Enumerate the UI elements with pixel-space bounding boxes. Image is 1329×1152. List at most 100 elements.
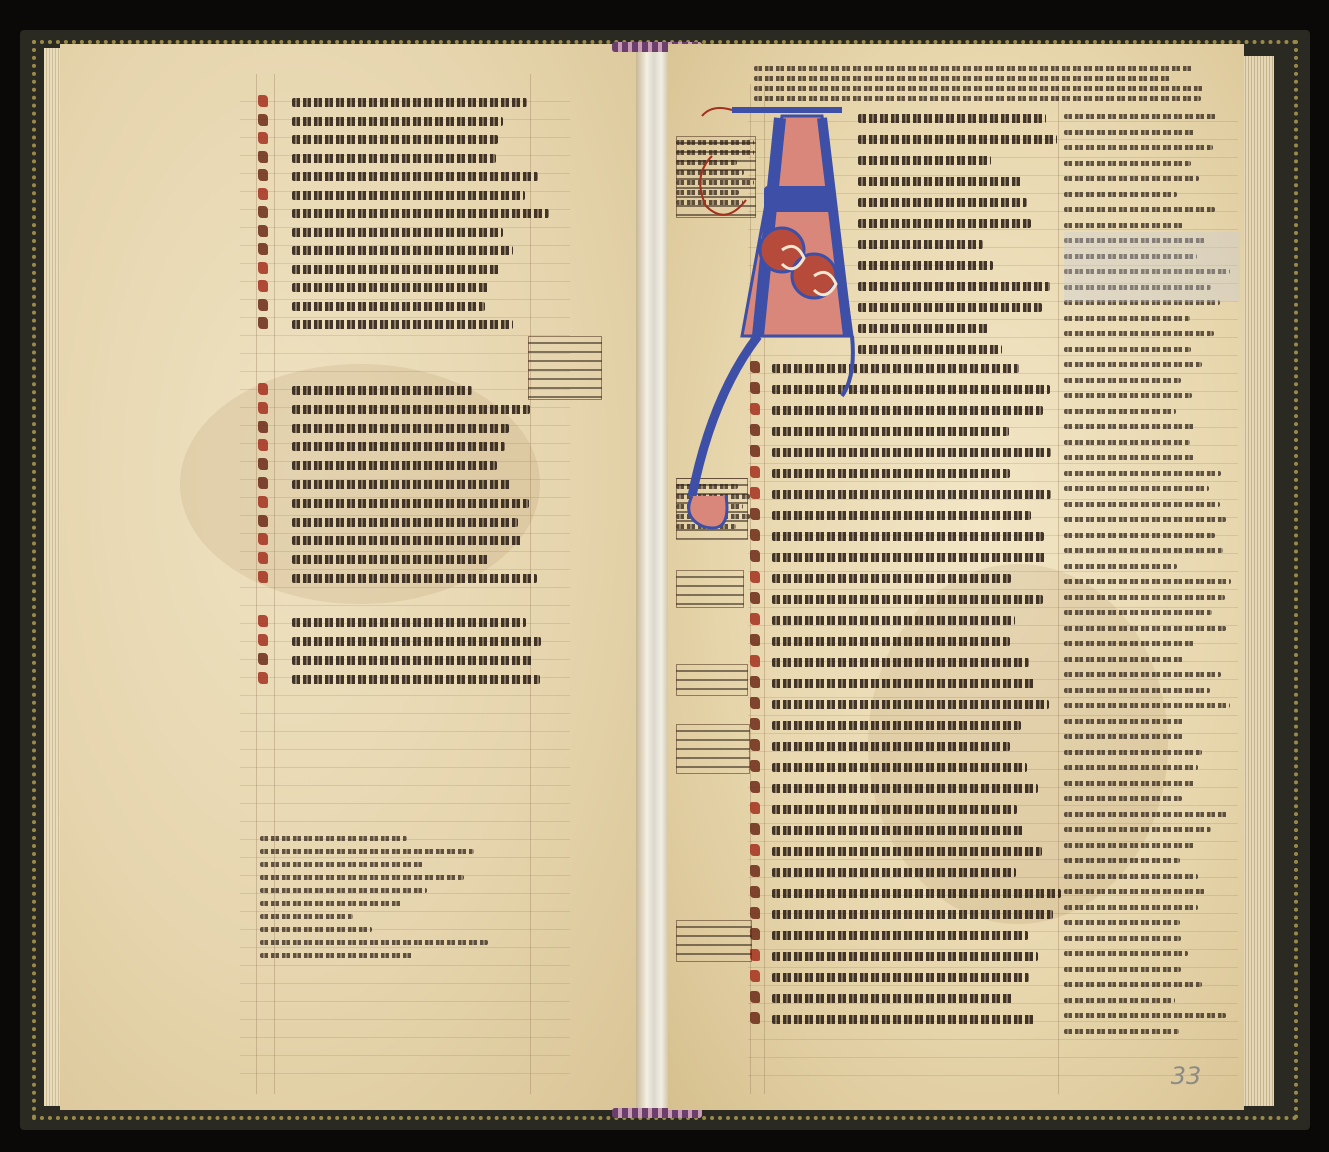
script-line — [292, 555, 490, 565]
script-line — [772, 847, 1042, 856]
line-initial — [258, 280, 268, 292]
script-line — [858, 219, 1031, 228]
script-line — [1064, 377, 1181, 383]
script-line — [772, 868, 1016, 877]
line-initial — [750, 781, 760, 793]
script-line — [292, 135, 498, 144]
script-line — [1064, 315, 1190, 321]
script-line — [1064, 129, 1196, 135]
script-line — [754, 96, 1201, 101]
line-initial — [258, 420, 268, 433]
line-initial — [750, 424, 760, 436]
script-line — [858, 240, 983, 249]
script-line — [1064, 703, 1230, 708]
script-line — [1064, 176, 1199, 181]
script-line — [858, 156, 991, 165]
line-initial — [258, 113, 268, 126]
line-initial — [258, 95, 268, 107]
script-line — [772, 1015, 1034, 1024]
illuminated-initial-a-icon — [687, 107, 855, 530]
line-initial — [750, 676, 760, 688]
script-line — [260, 836, 407, 841]
script-line — [1064, 501, 1220, 507]
script-line — [1064, 641, 1194, 646]
line-initial — [750, 760, 760, 772]
script-line — [1064, 920, 1180, 925]
line-initial — [258, 514, 268, 527]
script-line — [772, 826, 1024, 835]
line-initial — [258, 261, 268, 274]
script-line — [1064, 951, 1188, 956]
script-line — [1064, 997, 1175, 1003]
line-initial — [750, 592, 760, 604]
line-initial — [258, 206, 268, 218]
line-initial — [258, 439, 268, 452]
script-line — [858, 114, 1046, 123]
script-line — [292, 442, 505, 452]
script-line — [292, 209, 549, 218]
script-line — [1064, 904, 1198, 910]
script-line — [292, 656, 534, 665]
script-line — [260, 849, 474, 854]
script-line — [1064, 842, 1195, 848]
line-initial — [750, 403, 760, 415]
script-line — [1064, 749, 1202, 755]
script-line — [772, 406, 1043, 415]
line-initial — [750, 613, 760, 625]
script-line — [1064, 362, 1202, 367]
script-line — [772, 700, 1049, 709]
line-initial — [258, 458, 268, 471]
script-line — [1064, 346, 1191, 352]
line-initial — [258, 477, 268, 489]
line-initial — [258, 132, 268, 144]
script-line — [292, 404, 530, 414]
script-line — [772, 784, 1038, 793]
line-initial — [258, 401, 268, 414]
script-line — [1064, 191, 1177, 197]
line-initial — [750, 445, 760, 457]
line-initial — [750, 655, 760, 667]
script-line — [858, 324, 988, 333]
line-initial — [750, 865, 760, 877]
script-line — [292, 227, 503, 237]
script-line — [292, 536, 523, 546]
gutter — [636, 46, 672, 1110]
line-initial — [750, 823, 760, 835]
script-line — [260, 888, 427, 893]
line-initial — [750, 886, 760, 898]
script-line — [292, 301, 485, 311]
script-line — [1064, 455, 1194, 460]
script-line — [1064, 625, 1226, 631]
line-initial — [750, 697, 760, 709]
line-initial — [750, 718, 760, 730]
line-initial — [750, 550, 760, 562]
script-line — [1064, 827, 1211, 832]
script-line — [772, 931, 1028, 940]
script-line — [1064, 207, 1215, 212]
right-page — [668, 44, 1244, 1110]
script-line — [1064, 238, 1207, 243]
script-line — [1064, 284, 1211, 290]
script-line — [292, 190, 525, 200]
script-line — [1064, 160, 1191, 166]
script-line — [1064, 424, 1195, 429]
line-initial — [750, 634, 760, 646]
script-line — [772, 574, 1011, 583]
script-line — [292, 153, 496, 163]
script-line — [260, 901, 403, 906]
script-line — [292, 574, 537, 583]
script-line — [292, 98, 527, 107]
parchment-repair — [1064, 232, 1240, 302]
margin-gloss-box — [676, 920, 752, 962]
script-line — [772, 385, 1050, 394]
script-line — [292, 386, 472, 395]
script-line — [1064, 594, 1225, 600]
script-line — [260, 862, 423, 867]
script-line — [772, 490, 1051, 499]
script-line — [260, 953, 413, 958]
line-initial — [258, 298, 268, 311]
script-line — [260, 940, 488, 945]
left-margin-gloss — [528, 336, 602, 400]
script-line — [1064, 610, 1212, 615]
script-line — [858, 177, 1022, 186]
